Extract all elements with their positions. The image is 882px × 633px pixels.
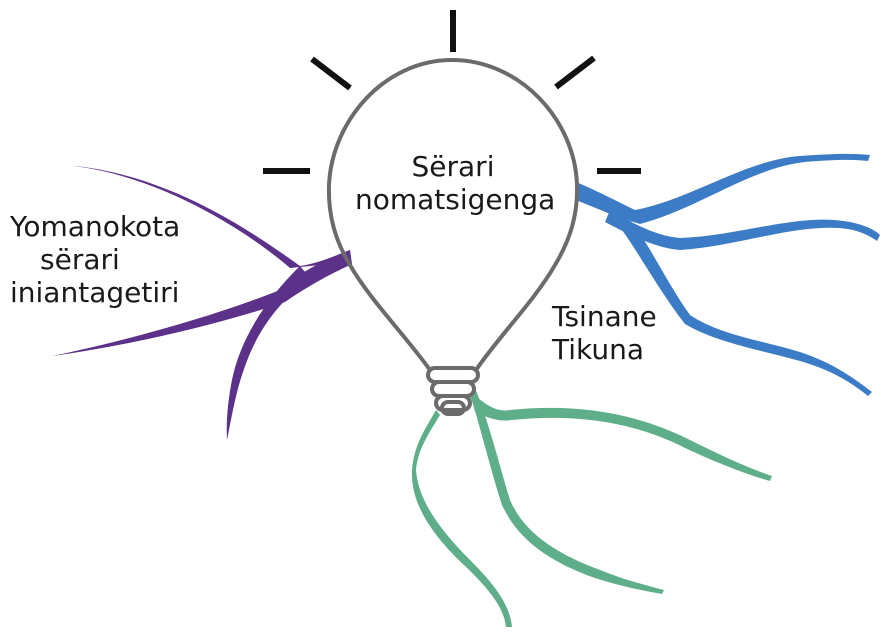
right-branch-label: Tsinane Tikuna: [552, 300, 657, 366]
bulb-base-ring-2: [430, 380, 476, 398]
left-branch: [52, 165, 352, 440]
left-label-line-1: Yomanokota: [10, 210, 181, 243]
right-branch-stem-low: [622, 220, 872, 396]
right-branch-stem-top: [576, 153, 870, 224]
bulb-base-ring-1: [426, 366, 480, 384]
right-branch-stem-mid: [605, 210, 880, 250]
right-label-line-2: Tikuna: [552, 333, 645, 366]
left-branch-stem-low: [226, 266, 310, 440]
bottom-branch-stem-left: [411, 410, 512, 627]
bulb-base-ring-3: [434, 394, 472, 412]
center-label-line-2: nomatsigenga: [355, 183, 556, 216]
right-label-line-1: Tsinane: [552, 300, 657, 333]
light-bulb: [326, 58, 580, 416]
bulb-base-tip: [440, 400, 466, 416]
bottom-branch-stem-right: [474, 398, 772, 481]
light-rays: [263, 10, 641, 174]
bulb-outline: [326, 58, 580, 372]
light-ray-upper-left: [310, 56, 352, 91]
right-branch: [576, 153, 880, 396]
center-label-line-1: Sërari: [411, 150, 495, 183]
center-label: Sërari nomatsigenga: [355, 150, 556, 216]
bottom-branch: [411, 388, 772, 627]
left-branch-label: Yomanokota sërari iniantagetiri: [10, 210, 180, 309]
light-ray-upper-right: [554, 55, 596, 90]
left-label-line-2: sërari: [40, 243, 120, 276]
left-label-line-3: iniantagetiri: [10, 276, 180, 309]
